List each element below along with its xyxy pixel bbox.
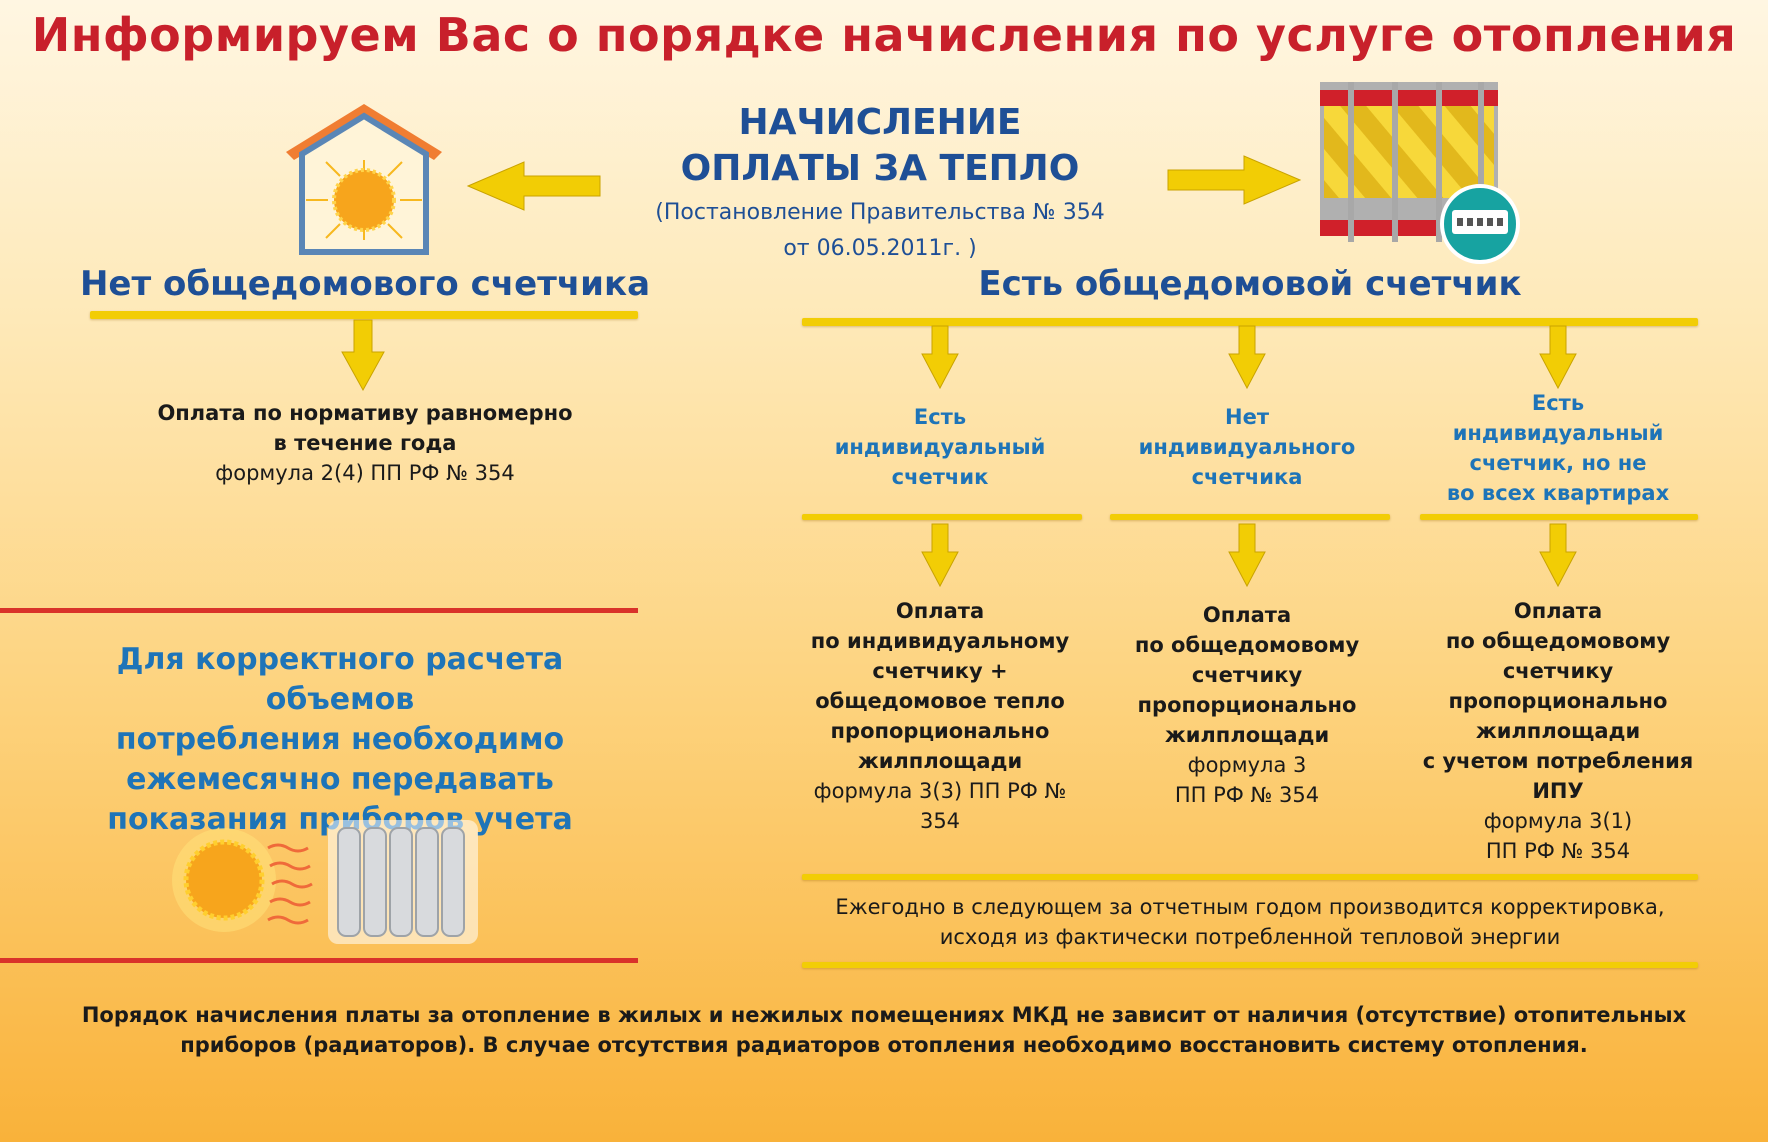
arrow-down-icon <box>921 325 959 390</box>
arrow-down-icon <box>1228 523 1266 588</box>
note-line2: потребления необходимо <box>115 722 565 757</box>
red-divider-bottom <box>0 958 638 963</box>
red-divider-top <box>0 608 638 613</box>
result-line: Оплата <box>895 599 985 623</box>
column-1-condition: Есть индивидуальный счетчик <box>800 402 1080 492</box>
center-heading-block: НАЧИСЛЕНИЕ ОПЛАТЫ ЗА ТЕПЛО (Постановлени… <box>600 100 1160 264</box>
condition-line: индивидуального <box>1138 435 1356 459</box>
condition-line: индивидуальный <box>1452 421 1664 445</box>
column-2-result: Оплата по общедомовому счетчику пропорци… <box>1097 600 1397 810</box>
left-branch-line <box>90 311 638 319</box>
annual-line2: исходя из фактически потребленной теплов… <box>939 925 1561 949</box>
heat-meter-pipes-icon <box>1320 82 1520 264</box>
arrow-left-icon <box>466 161 601 211</box>
result-line: общедомовое тепло <box>815 689 1065 713</box>
left-branch-result: Оплата по нормативу равномерно в течение… <box>100 398 630 488</box>
center-subtitle-line2: от 06.05.2011г. ) <box>783 236 977 261</box>
column-1-line <box>802 514 1082 520</box>
radiator-icon <box>328 820 478 944</box>
column-3-condition: Есть индивидуальный счетчик, но не во вс… <box>1408 388 1708 508</box>
right-branch-line <box>802 318 1698 326</box>
arrow-down-icon <box>1228 325 1266 390</box>
center-subtitle-line1: (Постановление Правительства № 354 <box>655 200 1105 225</box>
arrow-down-icon <box>341 319 385 392</box>
left-result-formula: формула 2(4) ПП РФ № 354 <box>215 461 515 485</box>
condition-line: Нет <box>1225 405 1269 429</box>
formula-line: ПП РФ № 354 <box>1485 839 1631 863</box>
right-branch-heading: Есть общедомовой счетчик <box>978 264 1522 304</box>
result-line: по общедомовому <box>1134 633 1360 657</box>
footer-note: Порядок начисления платы за отопление в … <box>40 1000 1728 1060</box>
result-line: с учетом потребления <box>1422 749 1694 773</box>
result-line: счетчику <box>1502 659 1614 683</box>
result-line: жилплощади <box>1164 723 1330 747</box>
result-line: счетчику + <box>872 659 1008 683</box>
condition-line: счетчика <box>1191 465 1303 489</box>
column-1-result: Оплата по индивидуальному счетчику + общ… <box>790 596 1090 836</box>
result-line: пропорционально <box>830 719 1050 743</box>
condition-line: индивидуальный <box>834 435 1046 459</box>
arrow-down-icon <box>1539 325 1577 390</box>
center-heading-line2: ОПЛАТЫ ЗА ТЕПЛО <box>680 148 1080 189</box>
annual-line1: Ежегодно в следующем за отчетным годом п… <box>835 895 1665 919</box>
meter-reading-note: Для корректного расчета объемов потребле… <box>40 640 640 840</box>
house-with-sun-icon <box>286 104 442 255</box>
annual-correction-note: Ежегодно в следующем за отчетным годом п… <box>790 892 1710 952</box>
note-line1: Для корректного расчета объемов <box>116 642 564 717</box>
left-branch-heading: Нет общедомового счетчика <box>79 264 651 304</box>
result-line: по общедомовому <box>1445 629 1671 653</box>
condition-line: счетчик, но не <box>1469 451 1647 475</box>
left-result-bold-line2: в течение года <box>273 431 457 455</box>
condition-line: Есть <box>913 405 967 429</box>
result-line: Оплата <box>1513 599 1603 623</box>
formula-line: формула 3 <box>1187 753 1307 777</box>
footer-line2: приборов (радиаторов). В случае отсутств… <box>180 1033 1588 1057</box>
arrow-down-icon <box>921 523 959 588</box>
formula-line: ПП РФ № 354 <box>1174 783 1320 807</box>
column-3-line <box>1420 514 1698 520</box>
formula-line: 354 <box>919 809 961 833</box>
annual-line-bottom <box>802 962 1698 968</box>
formula-line: формула 3(1) <box>1483 809 1633 833</box>
column-2-condition: Нет индивидуального счетчика <box>1107 402 1387 492</box>
result-line: жилплощади <box>857 749 1023 773</box>
result-line: по индивидуальному <box>810 629 1070 653</box>
result-line: ИПУ <box>1532 779 1584 803</box>
result-line: Оплата <box>1202 603 1292 627</box>
result-line: пропорционально <box>1448 689 1668 713</box>
formula-line: формула 3(3) ПП РФ № <box>813 779 1067 803</box>
result-line: жилплощади <box>1475 719 1641 743</box>
arrow-right-icon <box>1167 155 1302 205</box>
result-line: пропорционально <box>1137 693 1357 717</box>
column-2-line <box>1110 514 1390 520</box>
note-line3: ежемесячно передавать <box>126 762 554 797</box>
left-result-bold-line1: Оплата по нормативу равномерно <box>157 401 573 425</box>
footer-line1: Порядок начисления платы за отопление в … <box>81 1003 1687 1027</box>
arrow-down-icon <box>1539 523 1577 588</box>
page-title: Информируем Вас о порядке начисления по … <box>31 8 1737 62</box>
condition-line: во всех квартирах <box>1446 481 1670 505</box>
condition-line: счетчик <box>891 465 989 489</box>
condition-line: Есть <box>1531 391 1585 415</box>
center-heading-line1: НАЧИСЛЕНИЕ <box>738 102 1022 143</box>
column-3-result: Оплата по общедомовому счетчику пропорци… <box>1408 596 1708 866</box>
result-line: счетчику <box>1191 663 1303 687</box>
annual-line-top <box>802 874 1698 880</box>
sun-icon <box>172 828 313 932</box>
